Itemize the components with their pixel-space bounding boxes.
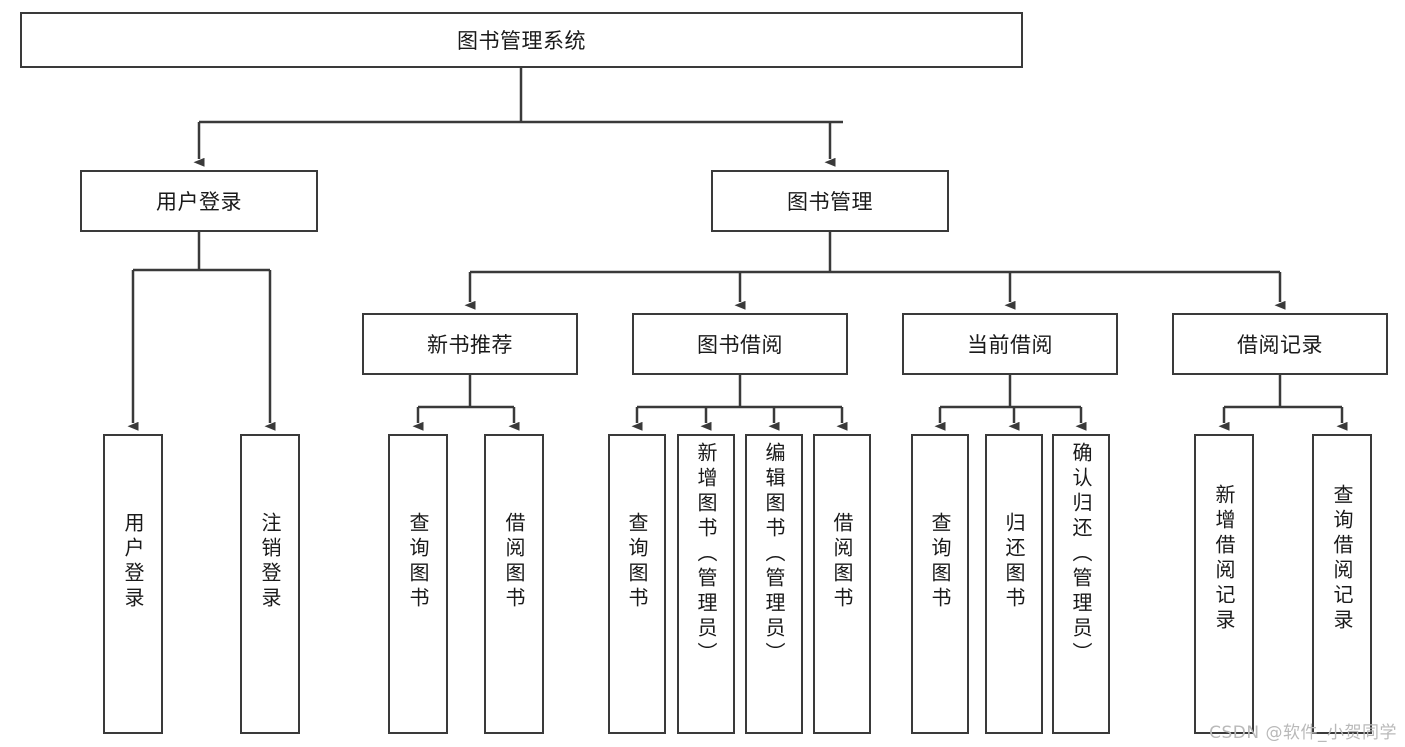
node-root-label: 图书管理系统 xyxy=(457,29,586,53)
leaf-query-book-recommend[interactable]: 查询图书 xyxy=(388,434,448,734)
node-root[interactable]: 图书管理系统 xyxy=(20,12,1023,68)
leaf-logout[interactable]: 注销登录 xyxy=(240,434,300,734)
leaf-query-borrow-record-label: 查询借阅记录 xyxy=(1330,484,1354,634)
leaf-add-borrow-record[interactable]: 新增借阅记录 xyxy=(1194,434,1254,734)
leaf-confirm-return-admin[interactable]: 确认归还（管理员） xyxy=(1052,434,1110,734)
leaf-user-login[interactable]: 用户登录 xyxy=(103,434,163,734)
node-current-borrow-label: 当前借阅 xyxy=(967,333,1053,357)
leaf-query-borrow-record[interactable]: 查询借阅记录 xyxy=(1312,434,1372,734)
leaf-confirm-return-admin-label: 确认归还（管理员） xyxy=(1069,442,1093,667)
node-borrow-record-label: 借阅记录 xyxy=(1237,333,1323,357)
node-user-login-label: 用户登录 xyxy=(156,190,242,214)
leaf-add-book-admin-label: 新增图书（管理员） xyxy=(694,442,718,667)
node-book-management-label: 图书管理 xyxy=(787,190,873,214)
leaf-logout-label: 注销登录 xyxy=(258,512,282,612)
leaf-add-borrow-record-label: 新增借阅记录 xyxy=(1212,484,1236,634)
leaf-query-book-borrow-label: 查询图书 xyxy=(625,512,649,612)
leaf-return-book[interactable]: 归还图书 xyxy=(985,434,1043,734)
leaf-borrow-book[interactable]: 借阅图书 xyxy=(813,434,871,734)
node-user-login[interactable]: 用户登录 xyxy=(80,170,318,232)
watermark: CSDN @软件_小贺同学 xyxy=(1209,723,1397,743)
leaf-query-book-current[interactable]: 查询图书 xyxy=(911,434,969,734)
leaf-borrow-book-label: 借阅图书 xyxy=(830,512,854,612)
leaf-query-book-recommend-label: 查询图书 xyxy=(406,512,430,612)
node-borrow-record[interactable]: 借阅记录 xyxy=(1172,313,1388,375)
leaf-query-book-current-label: 查询图书 xyxy=(928,512,952,612)
leaf-query-book-borrow[interactable]: 查询图书 xyxy=(608,434,666,734)
leaf-user-login-label: 用户登录 xyxy=(121,512,145,612)
node-book-borrow[interactable]: 图书借阅 xyxy=(632,313,848,375)
leaf-borrow-book-recommend[interactable]: 借阅图书 xyxy=(484,434,544,734)
leaf-edit-book-admin-label: 编辑图书（管理员） xyxy=(762,442,786,667)
node-book-management[interactable]: 图书管理 xyxy=(711,170,949,232)
leaf-borrow-book-recommend-label: 借阅图书 xyxy=(502,512,526,612)
leaf-edit-book-admin[interactable]: 编辑图书（管理员） xyxy=(745,434,803,734)
node-new-book-recommend[interactable]: 新书推荐 xyxy=(362,313,578,375)
leaf-return-book-label: 归还图书 xyxy=(1002,512,1026,612)
node-book-borrow-label: 图书借阅 xyxy=(697,333,783,357)
leaf-add-book-admin[interactable]: 新增图书（管理员） xyxy=(677,434,735,734)
node-current-borrow[interactable]: 当前借阅 xyxy=(902,313,1118,375)
node-new-book-recommend-label: 新书推荐 xyxy=(427,333,513,357)
